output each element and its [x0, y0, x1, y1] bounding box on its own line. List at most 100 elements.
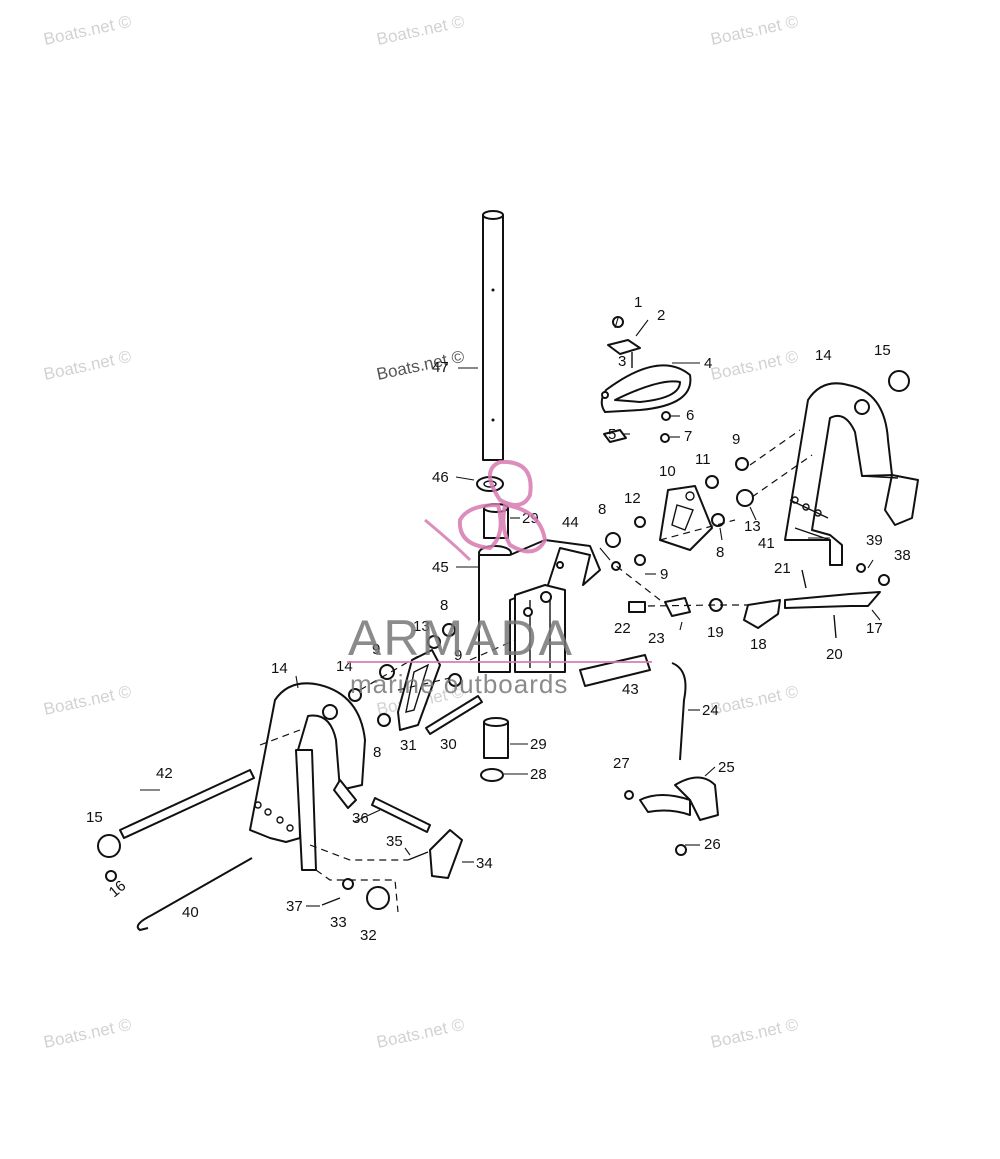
callout-34: 34 [476, 855, 493, 872]
callout-44: 44 [562, 514, 579, 531]
callout-8: 8 [716, 544, 724, 561]
part-14-left-clamp-bracket [249, 682, 366, 871]
part-31-plate [397, 649, 441, 731]
part-39-nut [856, 563, 866, 573]
callout-22: 22 [614, 620, 631, 637]
part-9-washer-left [379, 664, 395, 680]
callout-46: 46 [432, 469, 449, 486]
callout-23: 23 [648, 630, 665, 647]
part-14-washer-left [348, 688, 362, 702]
callout-19: 19 [707, 624, 724, 641]
part-25-27-clamp [624, 776, 719, 856]
callout-10: 10 [659, 463, 676, 480]
brand-name: ARMADA [348, 610, 574, 666]
callout-27: 27 [613, 755, 630, 772]
callout-2: 2 [657, 307, 665, 324]
callout-43: 43 [622, 681, 639, 698]
callout-17: 17 [866, 620, 883, 637]
brand-tagline: marine outboards [350, 669, 568, 699]
watermark: Boats.net © [709, 12, 801, 49]
part-43-decal [579, 654, 651, 687]
part-23-link [664, 597, 691, 617]
callout-8: 8 [440, 597, 448, 614]
callout-35: 35 [386, 833, 403, 850]
part-28-ring [480, 768, 504, 782]
part-32-knob [366, 886, 390, 910]
part-15-knob [888, 370, 910, 392]
part-36-spring [371, 797, 431, 833]
callout-13: 13 [744, 518, 761, 535]
watermark: Boats.net © [375, 1015, 467, 1052]
part-29-lower-bushing [483, 721, 509, 759]
callout-25: 25 [718, 759, 735, 776]
part-44-spring [611, 561, 621, 571]
watermark: Boats.net © [375, 12, 467, 49]
part-9-nut [735, 457, 749, 471]
callout-3: 3 [618, 353, 626, 370]
callout-47: 47 [432, 359, 449, 376]
part-37-pin [321, 897, 341, 906]
callout-12: 12 [624, 490, 641, 507]
part-8-pin [605, 532, 621, 548]
callout-39: 39 [866, 532, 883, 549]
callout-29: 29 [522, 510, 539, 527]
part-21-pin [801, 569, 807, 589]
watermark: Boats.net © [709, 1015, 801, 1052]
callout-37: 37 [286, 898, 303, 915]
callout-14: 14 [815, 347, 832, 364]
part-8-bolt [711, 513, 725, 527]
callout-18: 18 [750, 636, 767, 653]
propeller-icon [424, 459, 548, 562]
callout-11: 11 [695, 451, 711, 468]
callout-24: 24 [702, 702, 719, 719]
leader-lines [140, 317, 881, 907]
watermark: Boats.net © [42, 12, 134, 49]
callout-36: 36 [352, 810, 369, 827]
part-8-bolt-lower [377, 713, 391, 727]
callout-32: 32 [360, 927, 377, 944]
callout-28: 28 [530, 766, 547, 783]
callout-7: 7 [684, 428, 692, 445]
part-9-nut-center [448, 673, 462, 687]
callout-4: 4 [704, 355, 712, 372]
part-47-swivel-tube [482, 210, 504, 461]
part-22-spacer [628, 601, 646, 613]
part-1-7-friction-assembly [600, 316, 692, 443]
callout-5: 5 [608, 426, 616, 443]
callout-33: 33 [330, 914, 347, 931]
callout-45: 45 [432, 559, 449, 576]
callout-29: 29 [530, 736, 547, 753]
part-12-nut [634, 516, 646, 528]
callout-26: 26 [704, 836, 721, 853]
callout-13: 13 [413, 618, 430, 635]
part-13-washer-left [427, 635, 441, 649]
part-8-bolt-left [442, 623, 456, 637]
part-14-right-clamp-bracket [784, 382, 919, 566]
callout-15: 15 [86, 809, 103, 826]
callout-9: 9 [732, 431, 740, 448]
part-38-nut [878, 574, 890, 586]
part-30-pin [425, 695, 483, 735]
part-20-pin [833, 614, 837, 639]
callout-6: 6 [686, 407, 694, 424]
callout-14: 14 [271, 660, 288, 677]
callout-20: 20 [826, 646, 843, 663]
callout-9: 9 [660, 566, 668, 583]
callout-8: 8 [373, 744, 381, 761]
part-13-washer [736, 489, 754, 507]
part-40-hook-rod [136, 857, 253, 932]
part-18-bracket [743, 599, 781, 629]
callout-15: 15 [874, 342, 891, 359]
armada-logo: ARMADA marine outboards [347, 459, 652, 699]
callout-40: 40 [182, 904, 199, 921]
callout-21: 21 [774, 560, 791, 577]
part-11-bolt [705, 475, 719, 489]
watermark: Boats.net © [375, 347, 467, 384]
watermark: Boats.net © [42, 682, 134, 719]
callout-42: 42 [156, 765, 173, 782]
watermark: Boats.net © [709, 347, 801, 384]
callout-9: 9 [454, 647, 462, 664]
callout-9: 9 [372, 641, 380, 658]
